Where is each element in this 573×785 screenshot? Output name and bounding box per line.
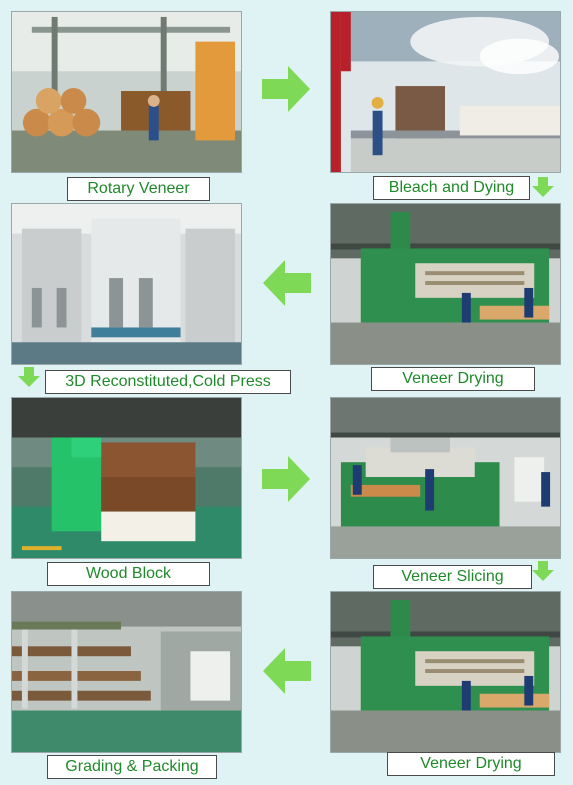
arrow-left-icon [263,260,311,306]
photo-grading-and-packing [11,591,242,753]
photo-veneer-slicing [330,397,561,559]
photo-3d-reconstituted-cold-press [11,203,242,365]
photo-wood-block [11,397,242,559]
arrow-right-icon [262,456,310,502]
step-label-3d-reconstituted-cold-press: 3D Reconstituted,Cold Press [45,370,291,394]
photo-bleach-and-dying [330,11,561,173]
step-label-veneer-drying-1: Veneer Drying [371,367,535,391]
step-label-veneer-slicing: Veneer Slicing [373,565,532,589]
arrow-left-icon [263,648,311,694]
step-label-rotary-veneer: Rotary Veneer [67,177,210,201]
arrow-down-icon [532,561,554,581]
arrow-down-icon [18,367,40,387]
arrow-down-icon [532,177,554,197]
step-label-grading-and-packing: Grading & Packing [47,755,217,779]
step-label-wood-block: Wood Block [47,562,210,586]
step-label-veneer-drying-2: Veneer Drying [387,752,555,776]
photo-rotary-veneer [11,11,242,173]
photo-veneer-drying-1 [330,203,561,365]
step-label-bleach-and-dying: Bleach and Dying [373,176,530,200]
photo-veneer-drying-2 [330,591,561,753]
arrow-right-icon [262,66,310,112]
